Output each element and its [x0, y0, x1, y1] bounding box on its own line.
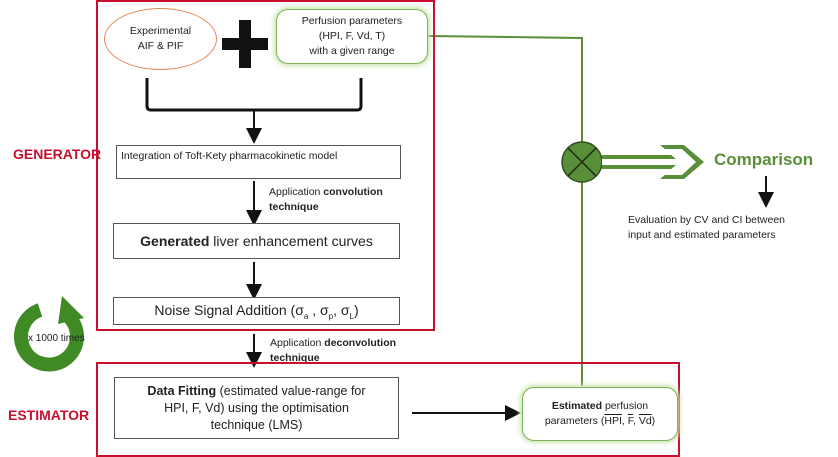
estimated-parameters-box: Estimated perfusion parameters (HPI, F, …	[522, 387, 678, 441]
noise-addition-box: Noise Signal Addition (σa , σp, σL)	[113, 297, 400, 325]
integration-box: Integration of Toft-Kety pharmacokinetic…	[116, 145, 401, 179]
loop-label: x 1000 times	[28, 333, 85, 344]
generated-curves-box: Generated liver enhancement curves	[113, 223, 400, 259]
estimator-frame	[96, 362, 680, 457]
deconvolution-label: Application deconvolution technique	[270, 337, 397, 364]
repeat-loop-icon	[14, 296, 84, 372]
green-feedback-line	[427, 35, 583, 386]
input-aif-pif: Experimental AIF & PIF	[104, 8, 217, 70]
comparison-title: Comparison	[714, 150, 814, 169]
estimator-label: ESTIMATOR	[8, 407, 90, 423]
convolution-label: Application convolution technique	[269, 186, 383, 213]
comparator-icon	[561, 141, 603, 183]
double-arrow-icon	[602, 145, 704, 179]
plus-icon	[222, 20, 268, 68]
generator-label: GENERATOR	[13, 146, 102, 162]
evaluation-text: Evaluation by CV and CI between input an…	[628, 214, 786, 241]
perfusion-parameters-box: Perfusion parameters (HPI, F, Vd, T) wit…	[276, 9, 428, 64]
generator-frame	[96, 0, 435, 331]
data-fitting-box: Data Fitting (estimated value-range for …	[114, 377, 399, 439]
